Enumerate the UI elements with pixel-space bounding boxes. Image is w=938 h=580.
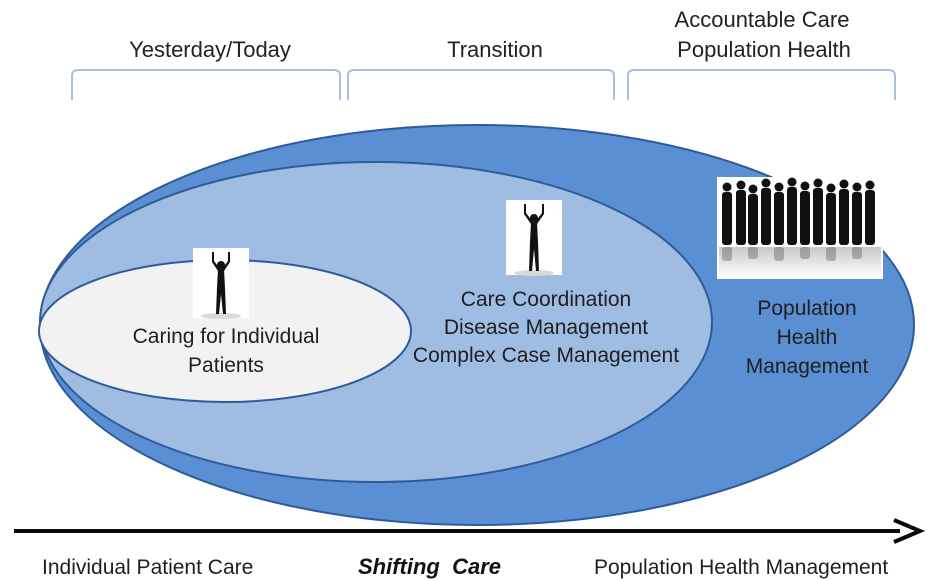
- arrowhead-icon: [893, 518, 926, 544]
- outer-label-line2: Health: [777, 326, 838, 349]
- header-accountable-care: Accountable Care: [675, 7, 850, 32]
- middle-label-line2: Disease Management: [444, 316, 648, 339]
- header-yesterday-today: Yesterday/Today: [129, 37, 291, 62]
- axis-right-label: Population Health Management: [594, 556, 888, 579]
- header-transition: Transition: [447, 37, 543, 62]
- shift-arrow: [14, 518, 926, 544]
- period-brackets: [71, 69, 896, 100]
- middle-label-line1: Care Coordination: [461, 288, 631, 311]
- population-crowd-icon: [717, 177, 883, 279]
- axis-left-label: Individual Patient Care: [42, 556, 253, 579]
- bracket-transition: [347, 69, 615, 100]
- axis-center-label: Shifting Care: [358, 554, 501, 579]
- individual-figure-icon: [193, 248, 249, 319]
- bracket-yesterday-today: [71, 69, 341, 100]
- bracket-accountable-care: [627, 69, 896, 100]
- outer-label-line3: Management: [746, 355, 869, 378]
- header-population-health: Population Health: [677, 37, 851, 62]
- coordination-figure-icon: [506, 200, 562, 276]
- middle-label-line3: Complex Case Management: [413, 344, 679, 367]
- inner-label-line1: Caring for Individual: [133, 325, 320, 348]
- outer-label-line1: Population: [757, 297, 856, 320]
- inner-label-line2: Patients: [188, 354, 264, 377]
